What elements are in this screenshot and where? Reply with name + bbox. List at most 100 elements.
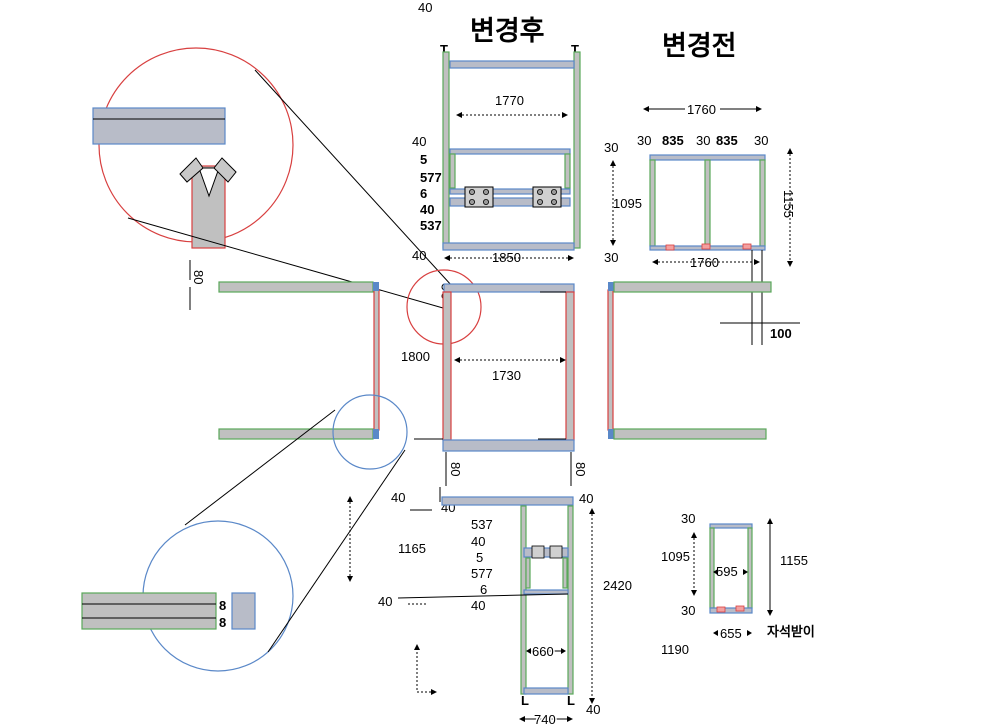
after-side-view: 40 40 40 537 40 5 577 6 40 1165 40 2420 xyxy=(347,487,632,725)
left-door-bottom xyxy=(218,428,374,440)
side-hinge xyxy=(549,545,563,559)
row-dim: 835 xyxy=(716,133,738,148)
row-dim: 30 xyxy=(637,133,651,148)
magnet-pad xyxy=(716,606,726,613)
magnet-catch-label: 자석받이 xyxy=(767,624,815,639)
left-door-side xyxy=(373,289,380,431)
dim-arrow xyxy=(787,148,793,154)
right-door-side xyxy=(607,289,614,431)
l-marker-left: L xyxy=(521,693,529,708)
side-stack: 577 xyxy=(471,566,493,581)
hinge-block-left xyxy=(464,186,494,208)
after-top-shelf xyxy=(449,60,575,69)
before-side-right xyxy=(747,527,753,609)
dim-arrow xyxy=(454,357,460,363)
side-right-post xyxy=(567,505,574,695)
leader-line xyxy=(267,449,406,653)
dim-1155-side: 1155 xyxy=(780,553,808,568)
detail-dim-8-top: 8 xyxy=(219,598,226,613)
after-top-rail-1 xyxy=(449,188,571,195)
dim-1760-top: 1760 xyxy=(687,102,716,117)
before-top-view: 1760 30 835 30 835 30 30 1095 30 1155 17… xyxy=(604,102,800,345)
dim-arrow xyxy=(610,160,616,166)
side-inner-right xyxy=(562,557,568,589)
label-bottom-40: 40 xyxy=(586,702,600,717)
dim-arrow xyxy=(652,259,658,265)
after-top-rail-2 xyxy=(449,197,571,207)
dim-arrow xyxy=(444,255,450,261)
stack-dim: 577 xyxy=(420,170,442,185)
dim-bottom-30: 30 xyxy=(604,250,618,265)
dim-arrow xyxy=(767,518,773,524)
hinge-hole xyxy=(468,188,475,195)
dim-100: 100 xyxy=(770,326,792,341)
detail-dim-8-bottom: 8 xyxy=(219,615,226,630)
stack-dim: 40 xyxy=(412,134,426,149)
dim-arrow xyxy=(754,259,760,265)
after-top-inner-left xyxy=(449,153,456,189)
dim-arrow xyxy=(568,255,574,261)
detail-block xyxy=(231,592,256,630)
corner-circle-blue xyxy=(332,394,408,470)
stack-dim: 537 xyxy=(420,218,442,233)
leader-line xyxy=(397,593,569,599)
detail-blue: 8 8 xyxy=(81,394,408,672)
side-rail-2 xyxy=(523,589,569,595)
side-stack: 537 xyxy=(471,517,493,532)
side-hinge xyxy=(531,545,545,559)
side-stack: 40 xyxy=(471,534,485,549)
label-40-right: 40 xyxy=(579,491,593,506)
dim-1760-bottom: 1760 xyxy=(690,255,719,270)
detail-board xyxy=(92,107,226,145)
side-inner-left xyxy=(525,557,531,589)
detail-dim-80: 80 xyxy=(191,270,206,284)
leader-line xyxy=(184,409,336,526)
after-top-bottom-shelf xyxy=(442,242,575,251)
dim-arrow xyxy=(787,261,793,267)
left-door-corner xyxy=(373,282,379,291)
dim-arrow xyxy=(561,648,566,654)
hinge-hole xyxy=(537,188,544,195)
dim-740: 740 xyxy=(534,712,556,725)
detail-clip-left xyxy=(179,157,204,183)
dim-arrow xyxy=(414,644,420,650)
magnet-pad xyxy=(665,244,675,251)
dim-660: 660 xyxy=(532,644,554,659)
dim-1165: 1165 xyxy=(398,541,426,556)
dim-655: 655 xyxy=(720,626,742,641)
right-door-bottom xyxy=(613,428,767,440)
dim-arrow xyxy=(756,106,762,112)
leader-line xyxy=(127,217,451,311)
detail-red: 80 xyxy=(92,47,453,311)
dim-arrow xyxy=(589,698,595,704)
dim-arrow xyxy=(347,576,353,582)
leader-line xyxy=(254,69,453,287)
left-door-corner xyxy=(373,429,379,439)
dim-arrow xyxy=(713,569,718,575)
hinge-hole xyxy=(537,198,544,205)
l-marker-right: L xyxy=(567,693,575,708)
dim-1095: 1095 xyxy=(613,196,642,211)
dim-arrow xyxy=(431,689,437,695)
label-top-40: 40 xyxy=(418,0,432,15)
magnet-pad xyxy=(735,605,745,612)
side-stack: 40 xyxy=(471,598,485,613)
center-bottom-rail xyxy=(442,439,575,452)
dim-1800: 1800 xyxy=(401,349,430,364)
dim-1155: 1155 xyxy=(781,190,796,218)
before-side-view: 30 1095 595 1155 30 655 자석받이 1190 xyxy=(661,511,815,657)
detail-board-blue xyxy=(81,592,217,630)
magnet-pad xyxy=(701,243,711,250)
label-40c: 40 xyxy=(378,594,392,609)
dim-1095-side: 1095 xyxy=(661,549,690,564)
dim-arrow xyxy=(743,569,748,575)
before-top-left xyxy=(649,159,656,247)
dim-2420: 2420 xyxy=(603,578,632,593)
center-top-rail xyxy=(443,283,575,293)
dim-arrow xyxy=(767,610,773,616)
after-top-inner-right xyxy=(564,153,571,189)
stack-dim: 5 xyxy=(420,152,427,167)
before-top-middle xyxy=(704,159,711,247)
label-30-bottom: 30 xyxy=(681,603,695,618)
